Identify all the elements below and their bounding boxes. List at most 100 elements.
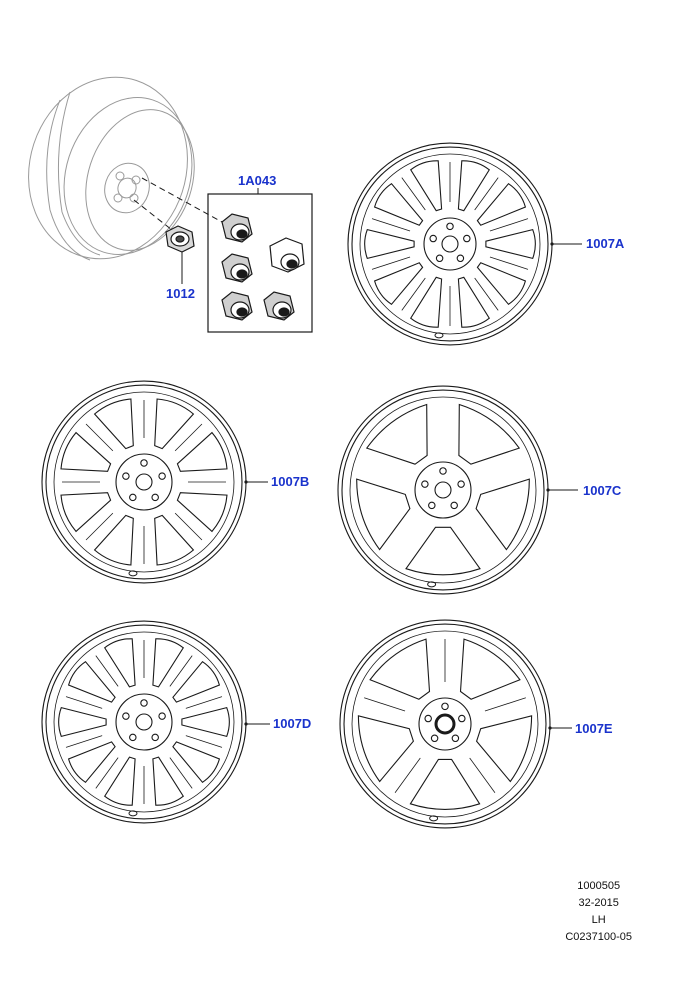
callout-1007e: 1007E	[575, 721, 613, 736]
spoke-window	[93, 514, 134, 566]
lug-nut-icon	[221, 213, 253, 243]
lug-hole	[451, 734, 460, 743]
spoke-window	[475, 715, 533, 783]
spoke-split-line	[169, 655, 193, 687]
spoke-window	[67, 741, 116, 784]
spoke-split-line	[394, 757, 421, 794]
reference-line-2: 32-2015	[578, 897, 619, 909]
spoke-split-line	[169, 757, 193, 789]
hub	[423, 217, 477, 271]
spoke-split-line	[85, 512, 114, 541]
valve-icon	[434, 332, 444, 339]
spoke-window	[103, 756, 136, 806]
wheel-1007a-icon	[347, 142, 553, 346]
locking-wheel-nut-icon	[269, 237, 305, 273]
spoke-split-line	[371, 256, 411, 270]
spoke-window	[457, 276, 491, 328]
lug-hole	[129, 733, 137, 742]
lug-hole	[158, 712, 166, 720]
reference-block: 1000505 32-2015 LH C0237100-05	[565, 878, 632, 946]
reference-line-1: 1000505	[577, 880, 621, 892]
spoke-window	[356, 478, 411, 551]
lug-hole	[122, 472, 130, 480]
spoke-window	[154, 398, 195, 450]
kit-nuts	[221, 213, 305, 321]
kit-box	[207, 193, 313, 333]
rim-inner	[53, 391, 235, 573]
spoke-window	[357, 715, 415, 783]
lug-hole	[429, 234, 437, 243]
valve-icon	[427, 581, 437, 588]
lug-hole	[151, 493, 159, 502]
spoke-split-line	[185, 735, 223, 748]
reference-wheel-icon	[28, 76, 195, 261]
spoke-split-line	[489, 218, 529, 232]
spoke-window	[103, 638, 136, 688]
spoke-split-line	[489, 256, 529, 270]
callout-1007d: 1007D	[273, 716, 312, 731]
spoke-window	[369, 638, 431, 700]
lug-hole	[122, 712, 130, 720]
spoke-window	[364, 228, 415, 260]
spoke-window	[476, 262, 527, 306]
spoke-split-line	[85, 423, 114, 452]
spoke-split-line	[371, 218, 411, 232]
callout-1007a: 1007A	[586, 236, 625, 251]
spoke-window	[60, 492, 112, 533]
hub	[414, 461, 472, 519]
callout-1007c: 1007C	[583, 483, 622, 498]
spoke-window	[154, 514, 195, 566]
rim-lip	[351, 146, 549, 342]
valve-icon	[128, 810, 138, 817]
spoke-split-line	[185, 696, 223, 709]
lug-hole	[430, 734, 439, 743]
center-cap	[135, 713, 153, 731]
hub	[115, 693, 173, 751]
lug-hole	[463, 234, 471, 243]
spoke-split-line	[474, 177, 499, 211]
lug-hole	[421, 480, 429, 488]
reference-line-3: LH	[591, 914, 606, 926]
spoke-window	[152, 756, 185, 806]
spoke-split-line	[95, 757, 119, 789]
lug-hole	[129, 493, 137, 502]
tyre-rim-outer	[339, 619, 551, 829]
spoke-window	[409, 276, 443, 328]
wheel-1007d-icon	[41, 620, 247, 824]
lug-hole	[446, 222, 454, 231]
spoke-split-line	[174, 423, 203, 452]
spoke-window	[373, 262, 424, 306]
center-cap	[434, 481, 452, 499]
lug-hole	[428, 501, 436, 510]
lug-hole	[140, 459, 148, 467]
spoke-window	[373, 182, 424, 226]
spoke-split-line	[65, 696, 103, 709]
lug-nut-icon	[221, 253, 253, 283]
valve-icon	[429, 815, 439, 822]
lug-hole	[456, 254, 465, 263]
lug-hole	[457, 480, 465, 488]
leader-dots	[244, 242, 554, 730]
spoke-window	[458, 403, 521, 465]
spoke-window	[476, 182, 527, 226]
spoke-window	[172, 741, 221, 784]
callout-leaders	[246, 243, 582, 729]
spoke-split-line	[401, 177, 426, 211]
lug-hole	[435, 254, 444, 263]
rim-lip	[341, 389, 545, 591]
spoke-split-line	[401, 277, 426, 311]
lug-hole	[424, 714, 432, 723]
spoke-window	[60, 431, 112, 472]
reference-line-4: C0237100-05	[565, 931, 632, 943]
rim-inner	[351, 630, 539, 818]
lug-hole	[458, 714, 466, 723]
spoke-window	[58, 706, 107, 738]
spoke-window	[457, 160, 491, 212]
lug-hole	[439, 467, 447, 475]
spoke-window	[405, 526, 481, 576]
lug-hole	[140, 699, 148, 707]
rim-inner	[359, 153, 541, 335]
lug-hole	[450, 501, 458, 510]
spoke-window	[172, 660, 221, 703]
